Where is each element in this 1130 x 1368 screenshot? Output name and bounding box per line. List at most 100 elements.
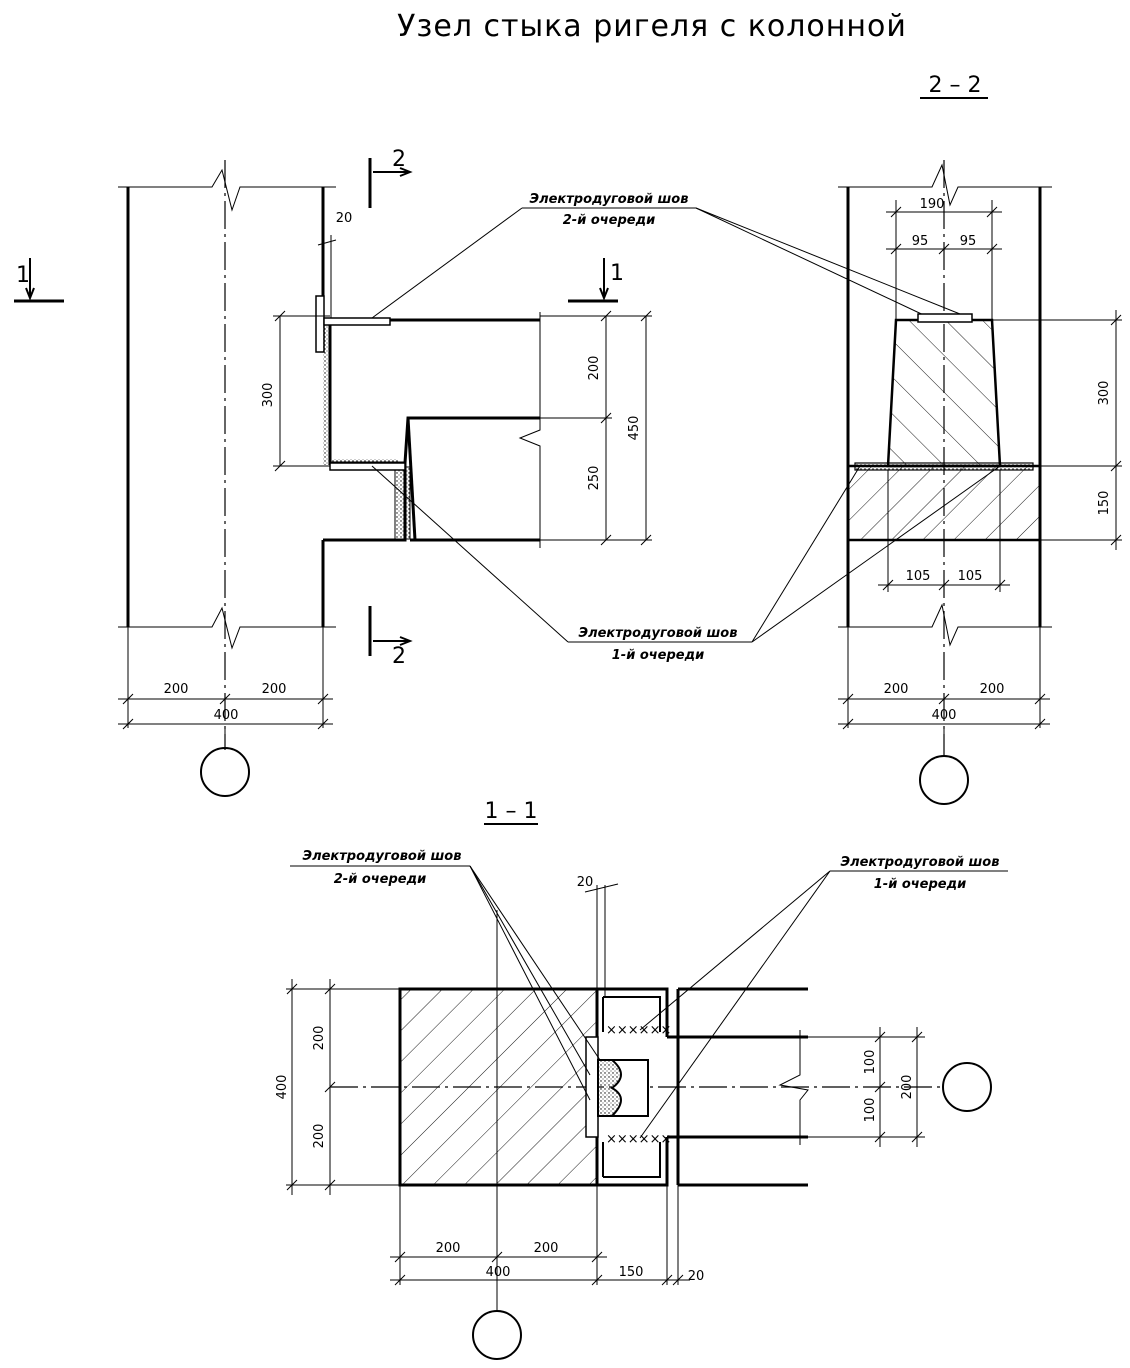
- tick: [640, 534, 652, 546]
- dim-200-label: 200: [884, 682, 909, 697]
- dim-20-label: 20: [336, 211, 353, 226]
- left-elevation-view: 300 20 200 250 450 200 200 400: [14, 147, 652, 797]
- beam-break-line: [778, 1030, 809, 1145]
- tick: [911, 1031, 923, 1043]
- dim-20-line: [584, 883, 619, 893]
- weld-1st-leader-right-a: [751, 465, 861, 643]
- cut-1-right-label: 1: [610, 261, 624, 286]
- dim-20-label: 20: [577, 875, 594, 890]
- dim-95-label: 95: [912, 234, 929, 249]
- tick: [394, 1274, 406, 1286]
- beam-notch-edge: [406, 417, 417, 541]
- tick: [938, 243, 950, 255]
- tick: [219, 693, 231, 705]
- column-break-top: [838, 163, 1052, 207]
- tick: [1034, 718, 1046, 730]
- column-break-bottom: [118, 606, 336, 650]
- section-1-1-view: 1 – 1 ×××××× ××××××: [275, 799, 1008, 1360]
- tick: [874, 1131, 886, 1143]
- tick: [394, 1251, 406, 1263]
- weld-2nd-line1: Электродуговой шов: [303, 849, 462, 864]
- tick: [317, 718, 329, 730]
- dim-105-label: 105: [906, 569, 931, 584]
- cut-2-bottom-label: 2: [392, 644, 406, 669]
- tick: [672, 1274, 684, 1286]
- section-2-2-label: 2 – 2: [929, 73, 982, 98]
- corbel-inner-bottom: [603, 1142, 661, 1178]
- weld-1st-leader-a: [639, 870, 831, 1031]
- dim-105-label: 105: [958, 569, 983, 584]
- tick: [122, 718, 134, 730]
- top-connection-plate: [323, 317, 391, 326]
- tick: [600, 412, 612, 424]
- tick: [890, 243, 902, 255]
- tick: [1110, 534, 1122, 546]
- tick: [491, 1251, 503, 1263]
- tick: [274, 460, 286, 472]
- tick: [938, 693, 950, 705]
- weld-2nd-leader-left: [371, 207, 523, 319]
- dim-200-label: 200: [436, 1241, 461, 1256]
- cut-2-top-label: 2: [392, 147, 406, 172]
- tick: [938, 579, 950, 591]
- beam-cut-edge: [403, 416, 540, 464]
- weld-1st-line1: Электродуговой шов: [579, 626, 738, 641]
- corbel-inner-top: [603, 996, 661, 1032]
- axis-bubble: [919, 755, 969, 805]
- tick: [911, 1131, 923, 1143]
- tick: [286, 983, 298, 995]
- cut-1-left-arrowhead: [25, 287, 35, 301]
- cut-1-right-arrowhead: [599, 287, 609, 301]
- tick: [1034, 693, 1046, 705]
- dim-200-label: 200: [312, 1026, 327, 1051]
- dim-300-label: 300: [261, 383, 276, 408]
- weld-1st-line2: 1-й очереди: [874, 877, 966, 892]
- cut-2-top-arrowhead: [399, 167, 413, 177]
- tick: [591, 1251, 603, 1263]
- tick: [874, 1031, 886, 1043]
- weld-2nd-line2: 2-й очереди: [563, 213, 655, 228]
- tick: [882, 579, 894, 591]
- weld-2nd-leader-a: [469, 865, 591, 1076]
- beam-end-face: [328, 320, 405, 465]
- tick: [1110, 460, 1122, 472]
- tick: [640, 310, 652, 322]
- bottom-bearing-plate: [329, 462, 406, 471]
- axis-bubble: [200, 747, 250, 797]
- dim-300-label: 300: [1097, 381, 1112, 406]
- dim-150-label: 150: [619, 1265, 644, 1280]
- dim-20-label: 20: [688, 1269, 705, 1284]
- cut-1-left-label: 1: [16, 263, 30, 288]
- dim-200-label: 200: [980, 682, 1005, 697]
- tick: [994, 579, 1006, 591]
- corbel-section: [846, 464, 1042, 542]
- weld-2nd-leader-b: [469, 865, 601, 1061]
- weld-1st-leader-b: [639, 870, 831, 1139]
- tick: [274, 310, 286, 322]
- weld-1st-line2: 1-й очереди: [612, 648, 704, 663]
- dim-250-label: 250: [587, 466, 602, 491]
- dim-200-label: 200: [587, 356, 602, 381]
- weld-2nd-line2: 2-й очереди: [334, 872, 426, 887]
- joint-insert: [609, 1059, 649, 1117]
- dim-400-label: 400: [932, 708, 957, 723]
- dim-400-label: 400: [214, 708, 239, 723]
- tick: [324, 1081, 336, 1093]
- dim-200-label: 200: [262, 682, 287, 697]
- corbel-grout: [394, 466, 411, 540]
- section-2-2-view: 190 95 95 300 150 105 105 200 200 40: [838, 160, 1122, 805]
- column-break-bottom: [838, 603, 1052, 647]
- dim-400-label: 400: [275, 1075, 290, 1100]
- weld-2nd-leader-c: [469, 865, 591, 1101]
- column-embedded-plate: [315, 295, 325, 353]
- tick: [286, 1179, 298, 1191]
- weld-marks-top: ××××××: [606, 1023, 671, 1038]
- tick: [591, 1274, 603, 1286]
- tick: [986, 243, 998, 255]
- column-break-top: [118, 168, 336, 212]
- corbel-plan-top: [597, 987, 669, 1037]
- weld-1st-leader-left: [371, 465, 569, 643]
- tick: [317, 693, 329, 705]
- tick: [986, 206, 998, 218]
